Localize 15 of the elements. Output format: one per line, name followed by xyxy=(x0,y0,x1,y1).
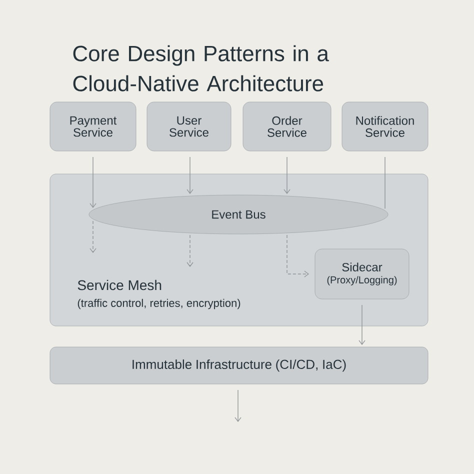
service-box: Notification Service xyxy=(342,102,428,152)
arrow xyxy=(186,156,194,194)
service-box: Order Service xyxy=(242,102,332,152)
arrow xyxy=(90,156,96,208)
title: Core Design Patterns in a Cloud-Native Architecture xyxy=(73,45,329,92)
arrow xyxy=(90,220,96,253)
arrow xyxy=(284,156,290,194)
infrastructure-bar: Immutable Infrastructure (CI/CD, IaC) xyxy=(50,346,428,384)
arrow xyxy=(358,304,366,345)
arrow xyxy=(186,234,194,267)
service-box: Payment Service xyxy=(50,102,136,152)
arrow xyxy=(234,390,242,422)
arrow xyxy=(286,234,309,278)
sidecar-box: Sidecar (Proxy/Logging) xyxy=(314,248,410,300)
service-box: User Service xyxy=(146,102,232,152)
